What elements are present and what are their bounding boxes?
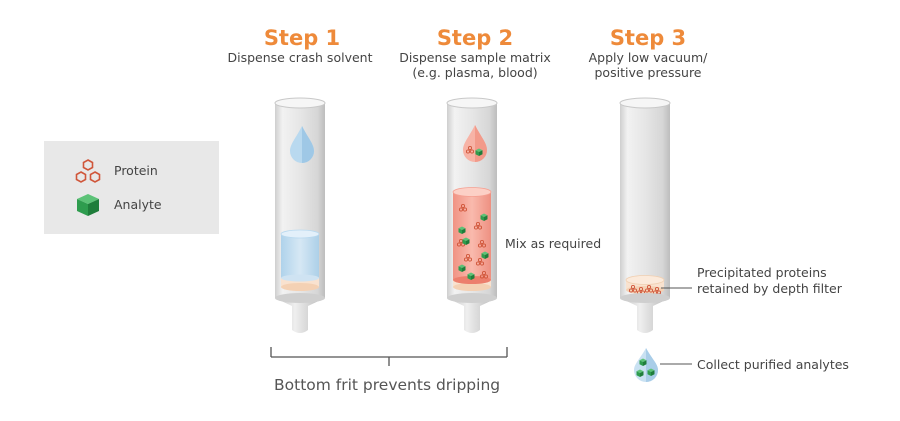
step-3-subtitle-line1: Apply low vacuum/	[588, 50, 708, 65]
precipitated-note-line2: retained by depth filter	[697, 281, 842, 296]
tube-step-1	[274, 97, 326, 333]
step-1-title: Step 1	[263, 26, 341, 50]
protein-icon	[75, 159, 101, 183]
sample-drop-icon	[463, 125, 487, 162]
collect-note: Collect purified analytes	[697, 357, 849, 372]
step-3-subtitle-line2: positive pressure	[594, 65, 702, 80]
legend-box: Protein Analyte	[44, 141, 219, 234]
step-1-subtitle: Dispense crash solvent	[227, 50, 373, 65]
tube-step-3	[619, 97, 671, 333]
tube-step-2	[446, 97, 498, 333]
mix-note: Mix as required	[505, 236, 602, 251]
analyte-icon	[77, 194, 99, 216]
bottom-frit-caption: Bottom frit prevents dripping	[274, 376, 501, 394]
legend-analyte-label: Analyte	[114, 197, 162, 212]
step-2-subtitle-line1: Dispense sample matrix	[399, 50, 551, 65]
step-2-subtitle-line2: (e.g. plasma, blood)	[412, 65, 538, 80]
solvent-drop-icon	[290, 126, 314, 163]
step-2-title: Step 2	[436, 26, 514, 50]
bottom-bracket	[270, 347, 508, 366]
precipitated-note-line1: Precipitated proteins	[697, 265, 827, 280]
legend-protein-label: Protein	[114, 163, 158, 178]
eluate-drop-icon	[634, 348, 658, 382]
step-3-title: Step 3	[609, 26, 687, 50]
